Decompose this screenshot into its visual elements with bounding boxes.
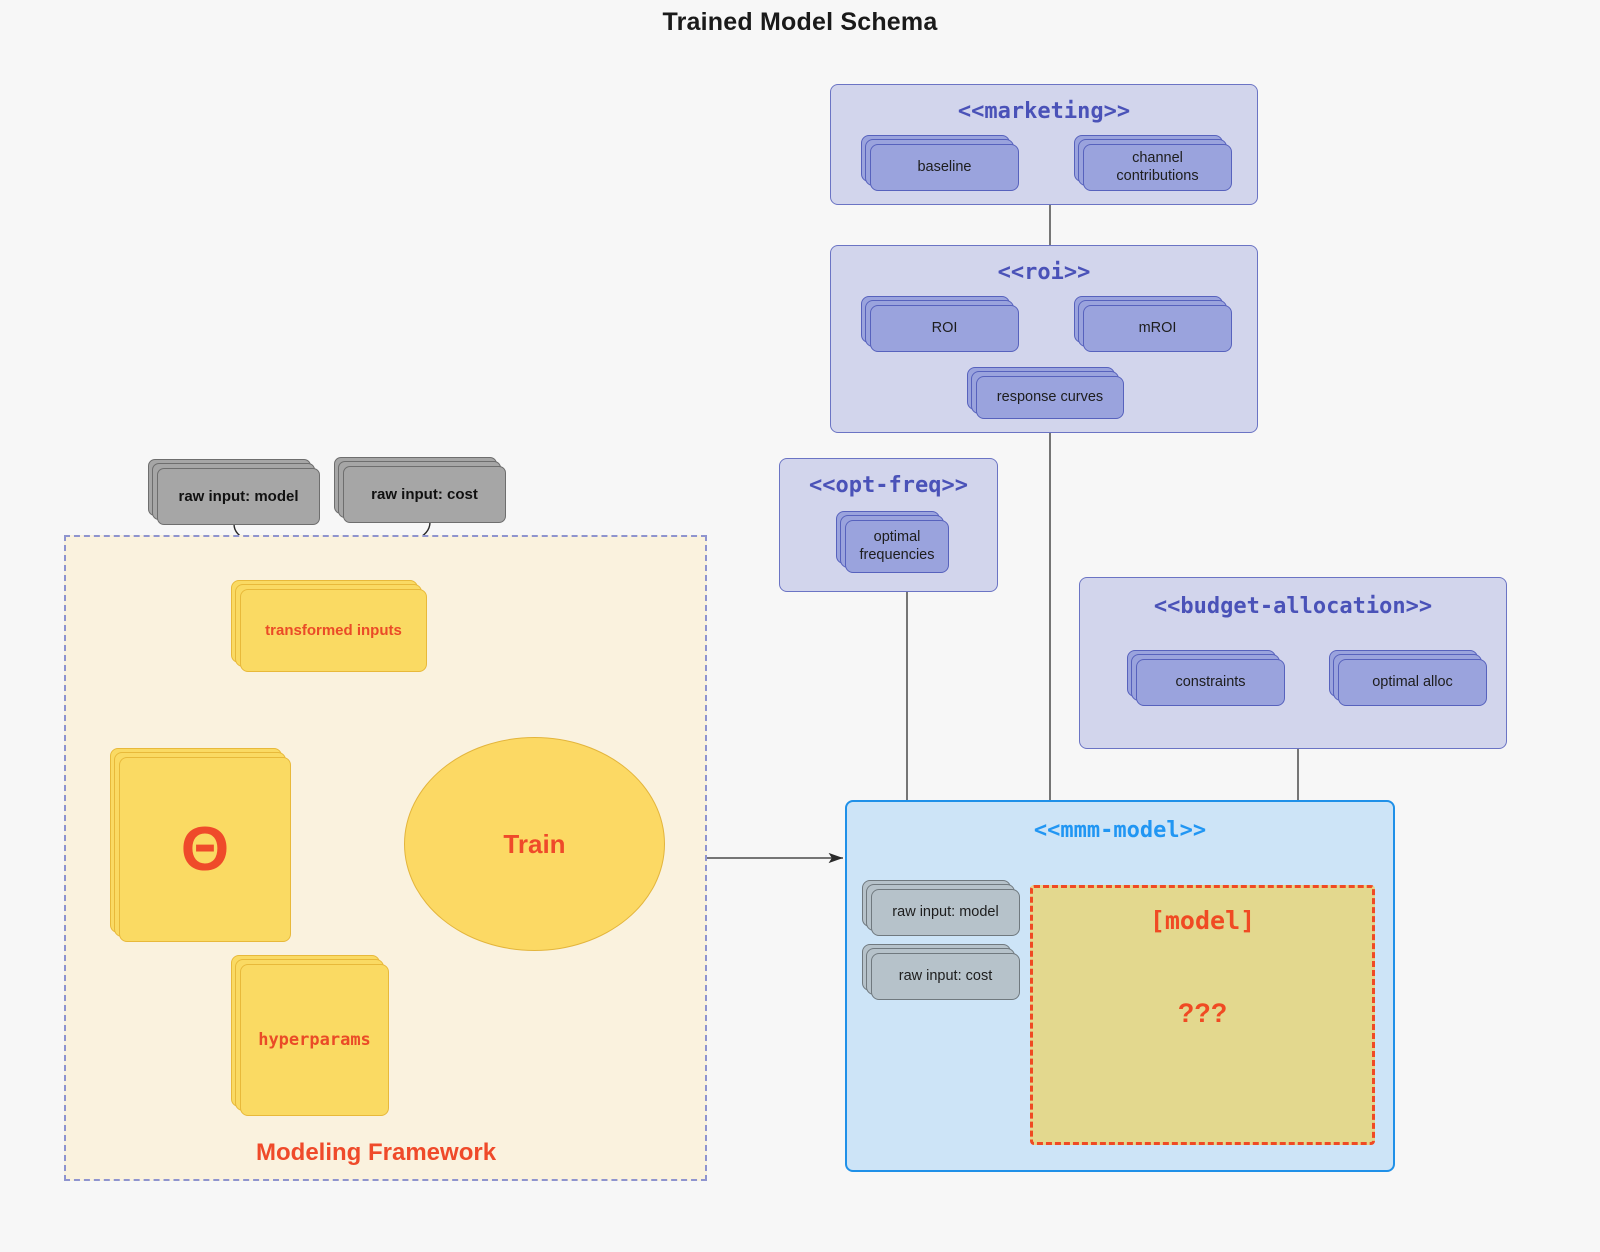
node-raw-input-cost[interactable]: raw input: cost xyxy=(334,457,506,523)
model-placeholder[interactable]: [model] ??? xyxy=(1030,885,1375,1145)
page-title: Trained Model Schema xyxy=(662,8,938,36)
node-optimal-frequencies[interactable]: optimal frequencies xyxy=(836,511,949,573)
node-optimal-alloc[interactable]: optimal alloc xyxy=(1329,650,1487,706)
node-label: Train xyxy=(503,828,566,859)
node-label: optimal alloc xyxy=(1372,673,1453,690)
node-card-front: Θ xyxy=(119,757,291,942)
node-constraints[interactable]: constraints xyxy=(1127,650,1285,706)
node-card-front: raw input: cost xyxy=(871,953,1020,1000)
node-response-curves[interactable]: response curves xyxy=(967,367,1124,419)
node-label: hyperparams xyxy=(258,1029,371,1050)
node-card-front: channel contributions xyxy=(1083,144,1232,191)
node-mroi[interactable]: mROI xyxy=(1074,296,1232,352)
node-mmm-raw-input-model[interactable]: raw input: model xyxy=(862,880,1020,936)
node-label: raw input: cost xyxy=(898,967,993,984)
node-card-front: raw input: model xyxy=(157,468,320,525)
node-label: raw input: model xyxy=(892,903,999,920)
node-card-front: response curves xyxy=(976,376,1124,419)
node-label: channel contributions xyxy=(1116,150,1199,184)
node-card-front: optimal frequencies xyxy=(845,520,949,573)
node-card-front: transformed inputs xyxy=(240,589,427,672)
node-hyperparams[interactable]: hyperparams xyxy=(231,955,389,1116)
node-train[interactable]: Train xyxy=(404,737,665,951)
node-card-front: ROI xyxy=(870,305,1019,352)
node-card-front: mROI xyxy=(1083,305,1232,352)
node-label: response curves xyxy=(996,388,1104,405)
node-label: ROI xyxy=(931,319,958,336)
node-roi[interactable]: ROI xyxy=(861,296,1019,352)
node-card-front: optimal alloc xyxy=(1338,659,1487,706)
package-mmm-model-title: <<mmm-model>> xyxy=(1033,818,1207,843)
package-opt-freq-title: <<opt-freq>> xyxy=(809,473,968,498)
package-budget-allocation[interactable]: <<budget-allocation>> constraints optima… xyxy=(1079,577,1507,749)
node-label: constraints xyxy=(1175,673,1246,690)
package-opt-freq[interactable]: <<opt-freq>> optimal frequencies xyxy=(779,458,998,592)
package-marketing-title: <<marketing>> xyxy=(957,99,1131,124)
node-mmm-raw-input-cost[interactable]: raw input: cost xyxy=(862,944,1020,1000)
node-label: baseline xyxy=(917,158,972,175)
node-label: transformed inputs xyxy=(265,621,402,639)
model-placeholder-name: [model] xyxy=(1149,906,1256,935)
node-card-front: constraints xyxy=(1136,659,1285,706)
package-budget-allocation-title: <<budget-allocation>> xyxy=(1153,594,1433,619)
theta-symbol: Θ xyxy=(180,814,230,884)
node-label: raw input: cost xyxy=(371,485,478,503)
node-channel-contributions[interactable]: channel contributions xyxy=(1074,135,1232,191)
node-raw-input-model[interactable]: raw input: model xyxy=(148,459,320,525)
package-marketing[interactable]: <<marketing>> baseline channel contribut… xyxy=(830,84,1258,205)
node-label: mROI xyxy=(1138,319,1177,336)
node-label: raw input: model xyxy=(178,487,299,505)
package-roi-title: <<roi>> xyxy=(997,260,1091,285)
model-placeholder-unknown: ??? xyxy=(1177,998,1228,1028)
node-label: optimal frequencies xyxy=(859,529,935,563)
node-card-front: raw input: cost xyxy=(343,466,506,523)
node-card-front: baseline xyxy=(870,144,1019,191)
node-baseline[interactable]: baseline xyxy=(861,135,1019,191)
package-roi[interactable]: <<roi>> ROI mROI response curves xyxy=(830,245,1258,433)
node-card-front: raw input: model xyxy=(871,889,1020,936)
package-mmm-model[interactable]: <<mmm-model>> raw input: model raw input… xyxy=(845,800,1395,1172)
modeling-framework-label: Modeling Framework xyxy=(256,1139,497,1166)
node-transformed-inputs[interactable]: transformed inputs xyxy=(231,580,427,672)
node-theta[interactable]: Θ xyxy=(110,748,291,942)
node-card-front: hyperparams xyxy=(240,964,389,1116)
